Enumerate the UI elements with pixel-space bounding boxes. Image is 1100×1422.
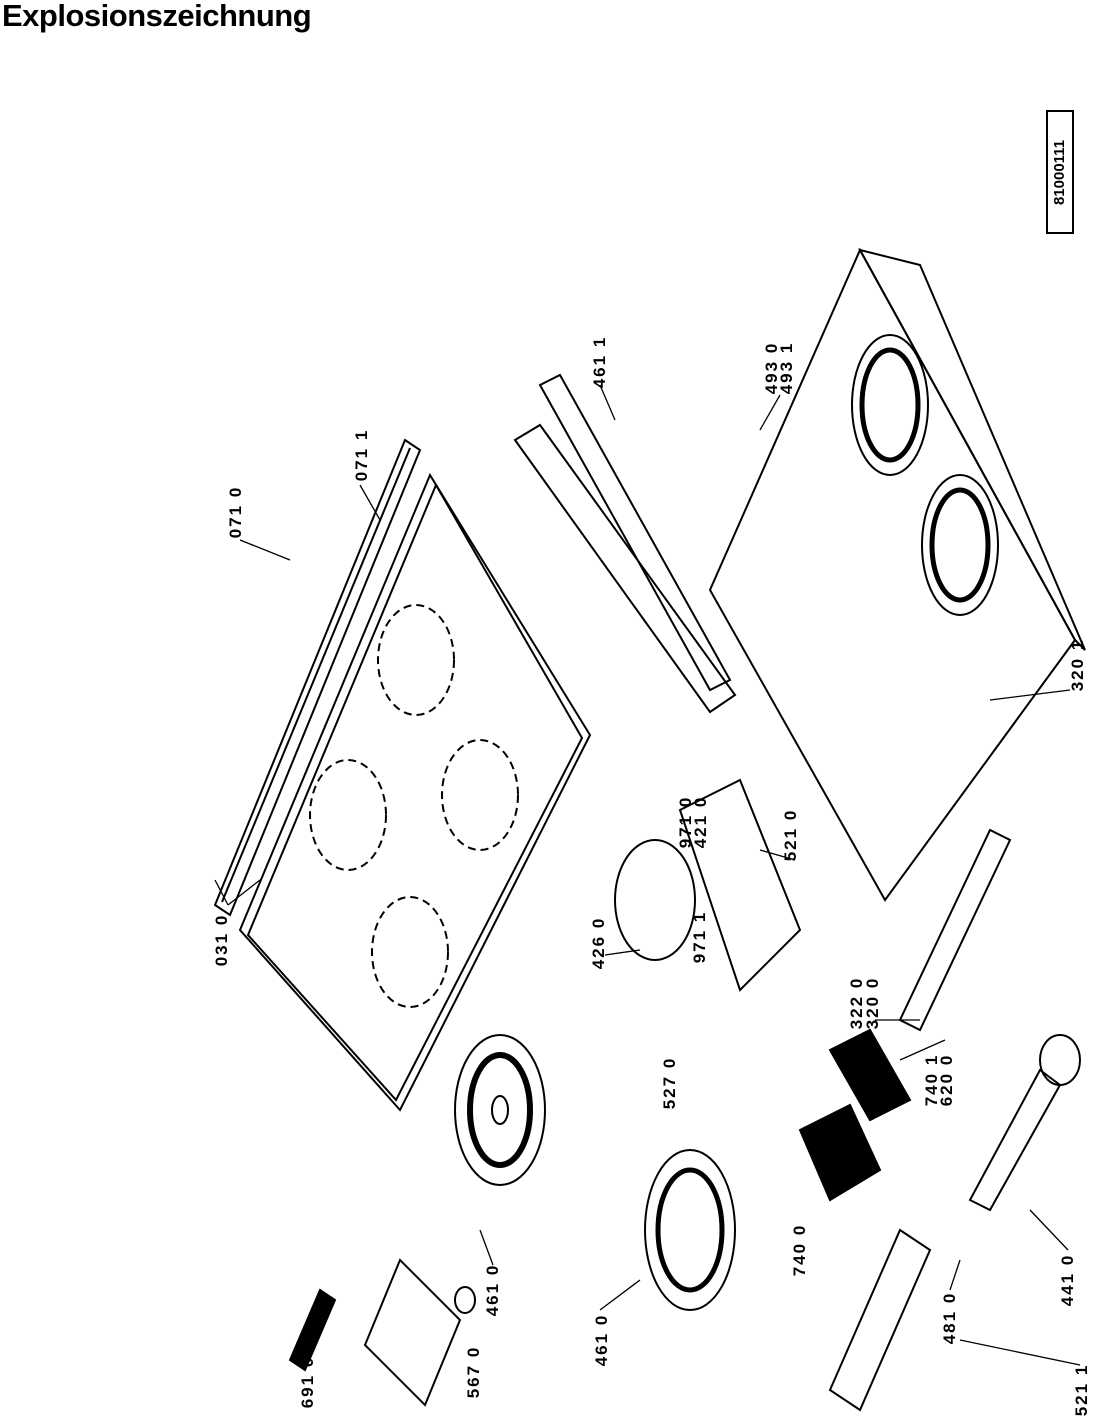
control-bracket <box>828 1228 932 1412</box>
label-620-0: 620 0 <box>937 1053 956 1107</box>
filter-strip <box>898 828 1012 1032</box>
label-521-0: 521 0 <box>781 808 800 862</box>
bottom-housing <box>708 247 1086 902</box>
label-461-0-rear: 461 0 <box>592 1313 611 1367</box>
label-320-0: 320 0 <box>863 976 882 1030</box>
label-421-0: 421 0 <box>691 795 710 849</box>
label-461-0-front: 461 0 <box>483 1263 502 1317</box>
small-parts <box>288 1258 476 1407</box>
induction-coil-right <box>851 334 999 616</box>
leader-lines <box>214 384 1081 1366</box>
label-481-0: 481 0 <box>940 1291 959 1345</box>
label-441-0: 441 0 <box>1058 1253 1077 1307</box>
label-071-0: 071 0 <box>226 485 245 539</box>
label-461-1: 461 1 <box>590 335 609 389</box>
label-740-0: 740 0 <box>790 1223 809 1277</box>
label-567-0: 567 0 <box>464 1345 483 1399</box>
heatsinks <box>798 1028 912 1202</box>
document-number-box: 81000111 <box>1046 110 1074 234</box>
label-691-0: 691 0 <box>298 1355 317 1409</box>
power-board <box>614 778 802 992</box>
front-trim-strip <box>213 438 422 917</box>
induction-coil-left-front <box>454 1034 546 1186</box>
glass-top-plate <box>238 472 592 1112</box>
label-521-1: 521 1 <box>1072 1363 1091 1417</box>
fan-assembly <box>968 1034 1081 1212</box>
label-320-1: 320 1 <box>1068 638 1087 692</box>
page-title: Explosionszeichnung <box>2 0 312 33</box>
label-071-1: 071 1 <box>352 428 371 482</box>
label-493-1: 493 1 <box>777 341 796 395</box>
label-971-1: 971 1 <box>690 910 709 964</box>
label-031-0: 031 0 <box>212 913 231 967</box>
induction-coil-left-rear <box>644 1149 736 1311</box>
side-brackets <box>513 373 737 714</box>
label-426-0: 426 0 <box>589 916 608 970</box>
label-527-0: 527 0 <box>660 1056 679 1110</box>
